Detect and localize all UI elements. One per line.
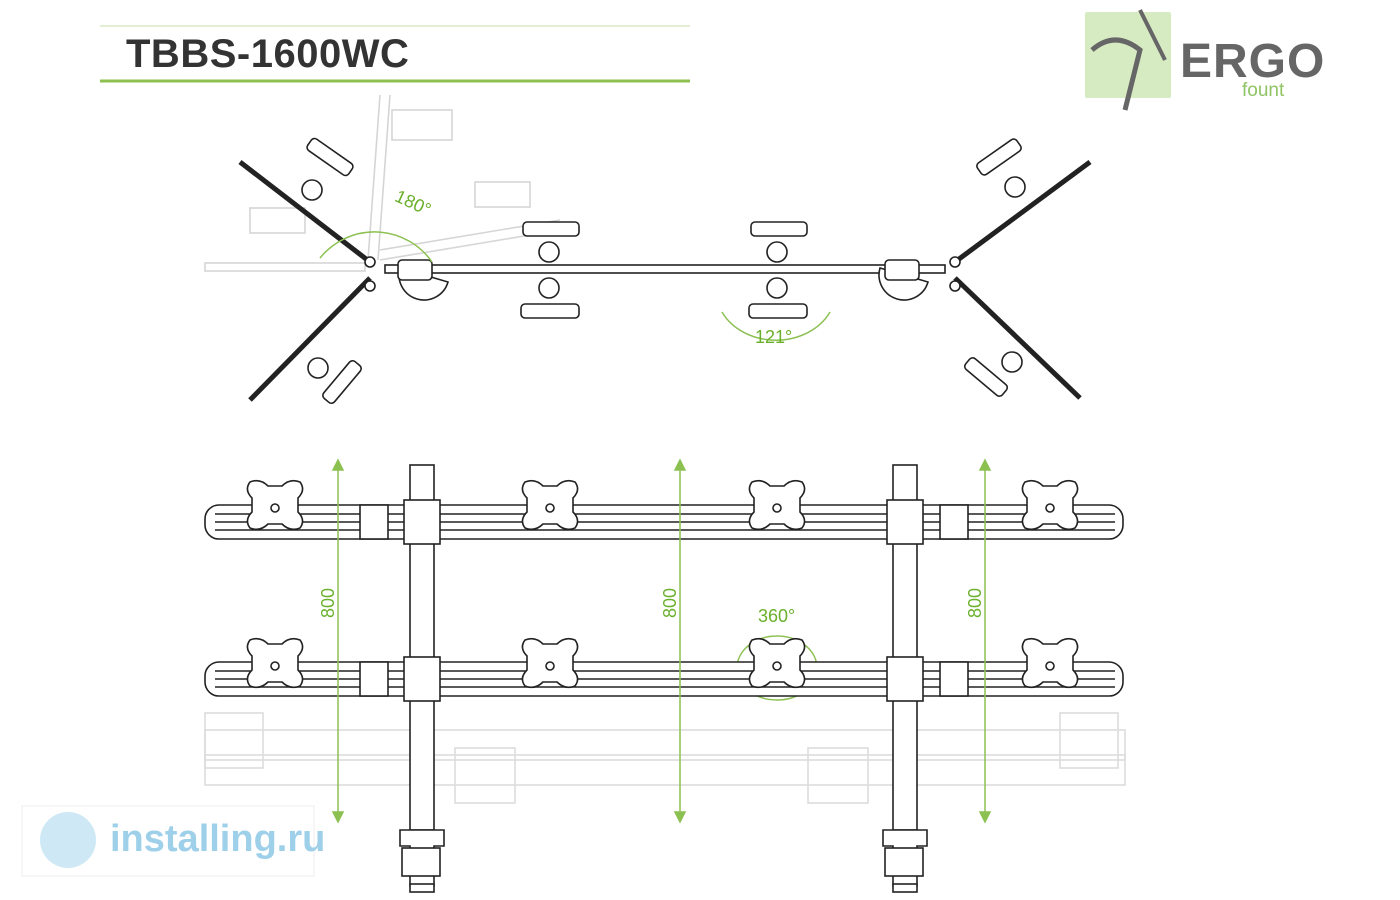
vesa-plate bbox=[521, 637, 579, 689]
angle-arcs bbox=[319, 231, 831, 701]
watermark-icon bbox=[40, 812, 96, 868]
vesa-plate bbox=[748, 479, 806, 531]
dimension-left: 800 bbox=[318, 588, 338, 618]
watermark-text: installing.ru bbox=[110, 818, 326, 860]
logo-sub: fount bbox=[1242, 80, 1285, 101]
swing-arc bbox=[319, 231, 433, 263]
vesa-plate bbox=[748, 637, 806, 689]
vesa-plate bbox=[246, 637, 304, 689]
page-title: TBBS-1600WC bbox=[126, 32, 410, 76]
front-view bbox=[204, 464, 1126, 893]
vesa-plate bbox=[1021, 479, 1079, 531]
dimension-right: 800 bbox=[965, 588, 985, 618]
tilt-angle-label: 121° bbox=[755, 327, 792, 347]
dimension-center: 800 bbox=[660, 588, 680, 618]
top-view bbox=[204, 94, 1092, 405]
vesa-plate bbox=[521, 479, 579, 531]
vesa-plates bbox=[246, 479, 1079, 689]
swing-angle-label: 180° bbox=[392, 186, 434, 220]
vesa-plate bbox=[246, 479, 304, 531]
logo-name: ERGO bbox=[1180, 35, 1326, 88]
watermark-frame bbox=[21, 805, 315, 877]
vesa-plate bbox=[1021, 637, 1079, 689]
tilt-arc bbox=[721, 311, 831, 341]
ergo-logo-icon bbox=[1085, 9, 1171, 111]
rotate-angle-label: 360° bbox=[758, 606, 795, 626]
dimension-lines bbox=[331, 458, 992, 824]
